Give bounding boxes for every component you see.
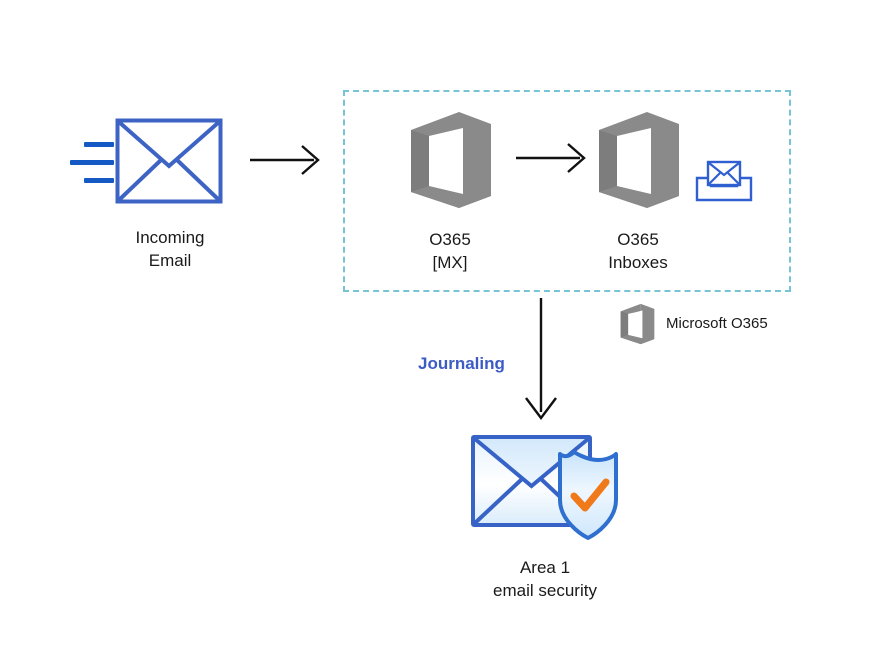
microsoft-office-365-logo-icon <box>618 303 656 345</box>
microsoft-office-365-logo-icon <box>405 110 495 210</box>
node-label-o365-mx: O365 [MX] <box>429 230 471 272</box>
inbox-tray-envelope-icon <box>695 160 753 202</box>
envelope-icon <box>115 118 223 204</box>
connector-label-journaling: Journaling <box>418 354 505 373</box>
arrow-incoming-to-mx <box>250 142 322 178</box>
node-o365-inboxes: O365 Inboxes <box>560 110 716 272</box>
node-incoming-email: Incoming Email <box>70 118 270 278</box>
node-label-area1-email-security: Area 1 email security <box>493 558 597 600</box>
node-label-incoming-email: Incoming Email <box>135 228 205 270</box>
shielded-envelope-icon <box>470 434 620 542</box>
arrow-mx-to-inboxes <box>516 140 588 176</box>
node-area1-email-security: Area 1 email security <box>440 434 650 604</box>
node-o365-mx: O365 [MX] <box>372 110 528 272</box>
microsoft-office-365-logo-icon <box>593 110 683 210</box>
legend-label-microsoft-o365: Microsoft O365 <box>666 315 768 332</box>
o365-boundary-zone <box>343 90 791 292</box>
arrow-inboxes-to-area1 <box>520 298 562 422</box>
speed-lines-icon <box>70 142 115 190</box>
node-label-o365-inboxes: O365 Inboxes <box>608 230 668 272</box>
microsoft-o365-legend: Microsoft O365 <box>618 303 818 345</box>
